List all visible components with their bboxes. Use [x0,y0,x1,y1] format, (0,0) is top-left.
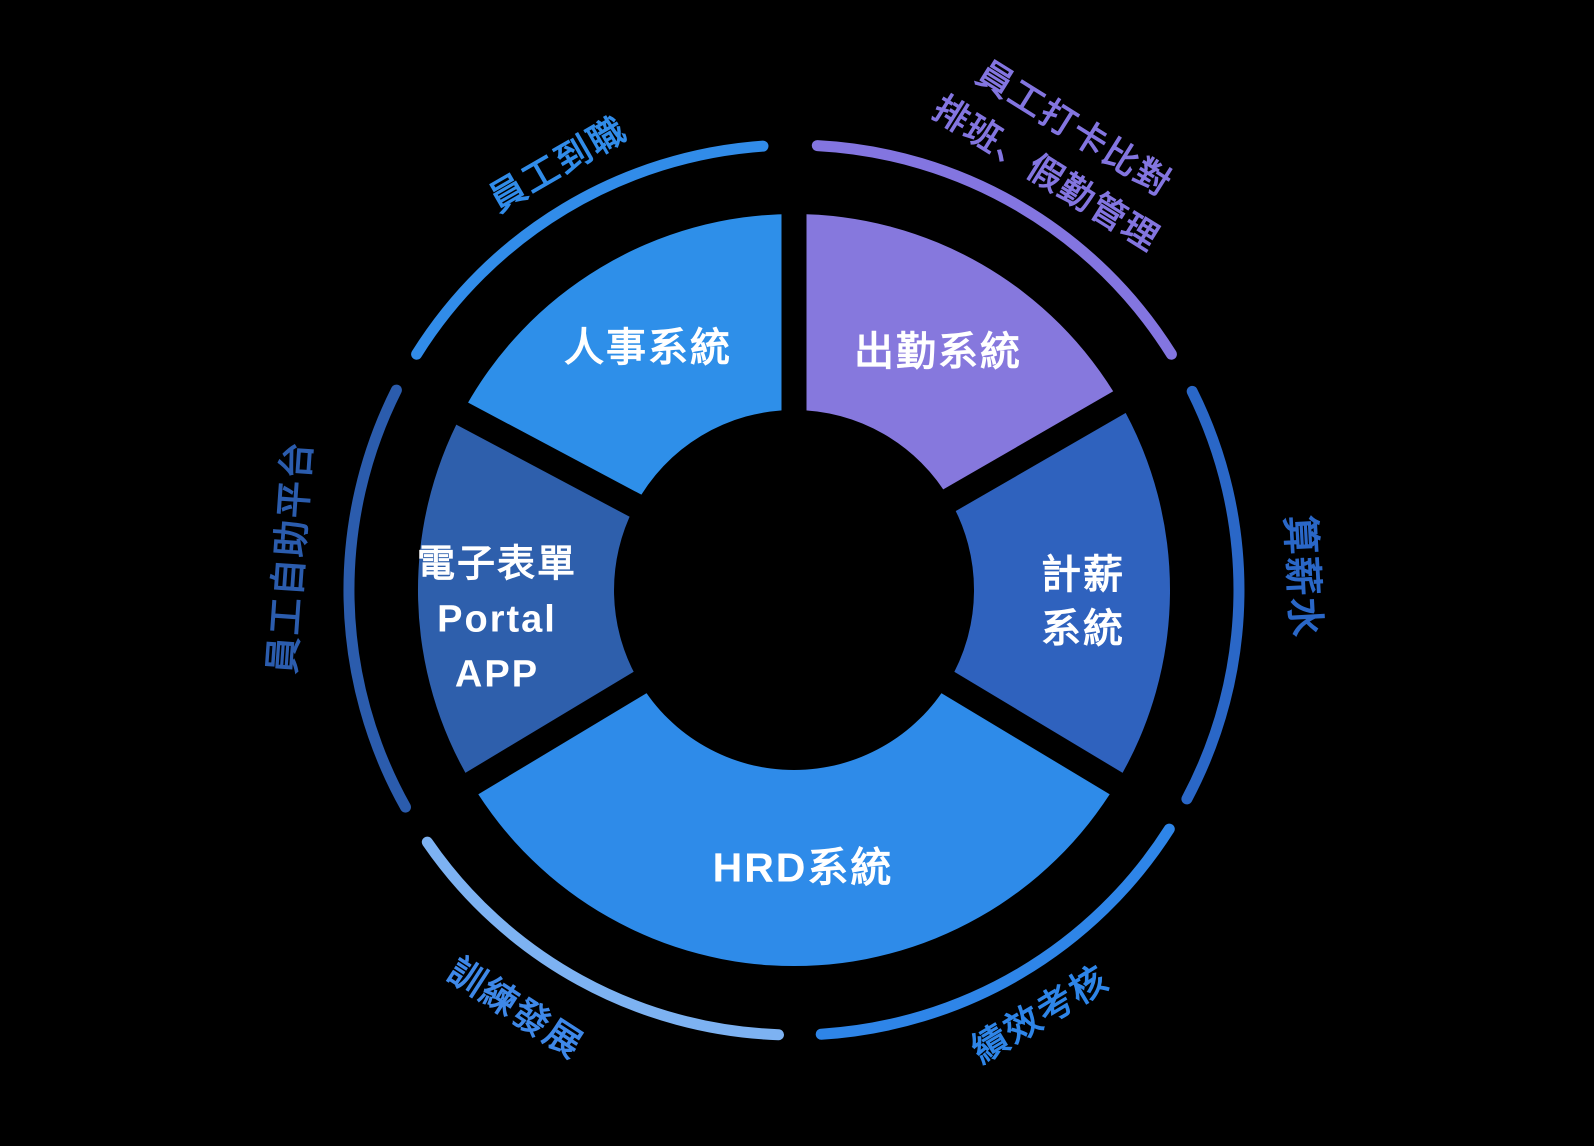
segment-label-personnel: 人事系統 [564,323,732,373]
outer-arc-self-service [343,384,411,813]
segment-divider [917,380,1145,526]
segment-label-payroll: 計薪 系統 [1041,548,1125,656]
segment-attendance [794,214,1120,500]
segment-divider [446,656,672,806]
segment-personnel [462,214,794,506]
segment-label-eforms-line1: 電子表單 [416,543,578,586]
segment-label-attendance-line: 出勤系統 [854,330,1022,374]
segment-label-eforms-line3: APP [454,653,540,696]
outer-arc-training [421,836,784,1041]
segment-label-attendance: 出勤系統 [854,327,1022,377]
segment-label-payroll-line1: 計薪 [1041,553,1125,597]
segment-label-eforms-line2: Portal [437,598,557,641]
segment-payroll [948,402,1171,784]
segment-hrd [471,682,1117,967]
segment-divider [916,656,1142,806]
segment-label-payroll-line2: 系統 [1041,607,1125,651]
outer-label-salary-line: 算薪水 [1277,514,1327,640]
outer-arc-clock-in [811,140,1177,360]
segment-label-personnel-line: 人事系統 [564,326,732,370]
segment-divider [436,392,668,531]
segment-label-hrd-line: HRD系統 [712,844,894,891]
outer-arc-salary [1181,385,1245,805]
segment-label-hrd: HRD系統 [713,842,894,893]
segment-label-eforms-portal-app: 電子表單 Portal APP [417,537,577,702]
outer-arc-onboarding [411,140,769,360]
outer-label-salary: 算薪水 [1273,514,1328,639]
outer-arc-performance [815,823,1175,1040]
segment-eforms-portal-app [417,413,640,784]
